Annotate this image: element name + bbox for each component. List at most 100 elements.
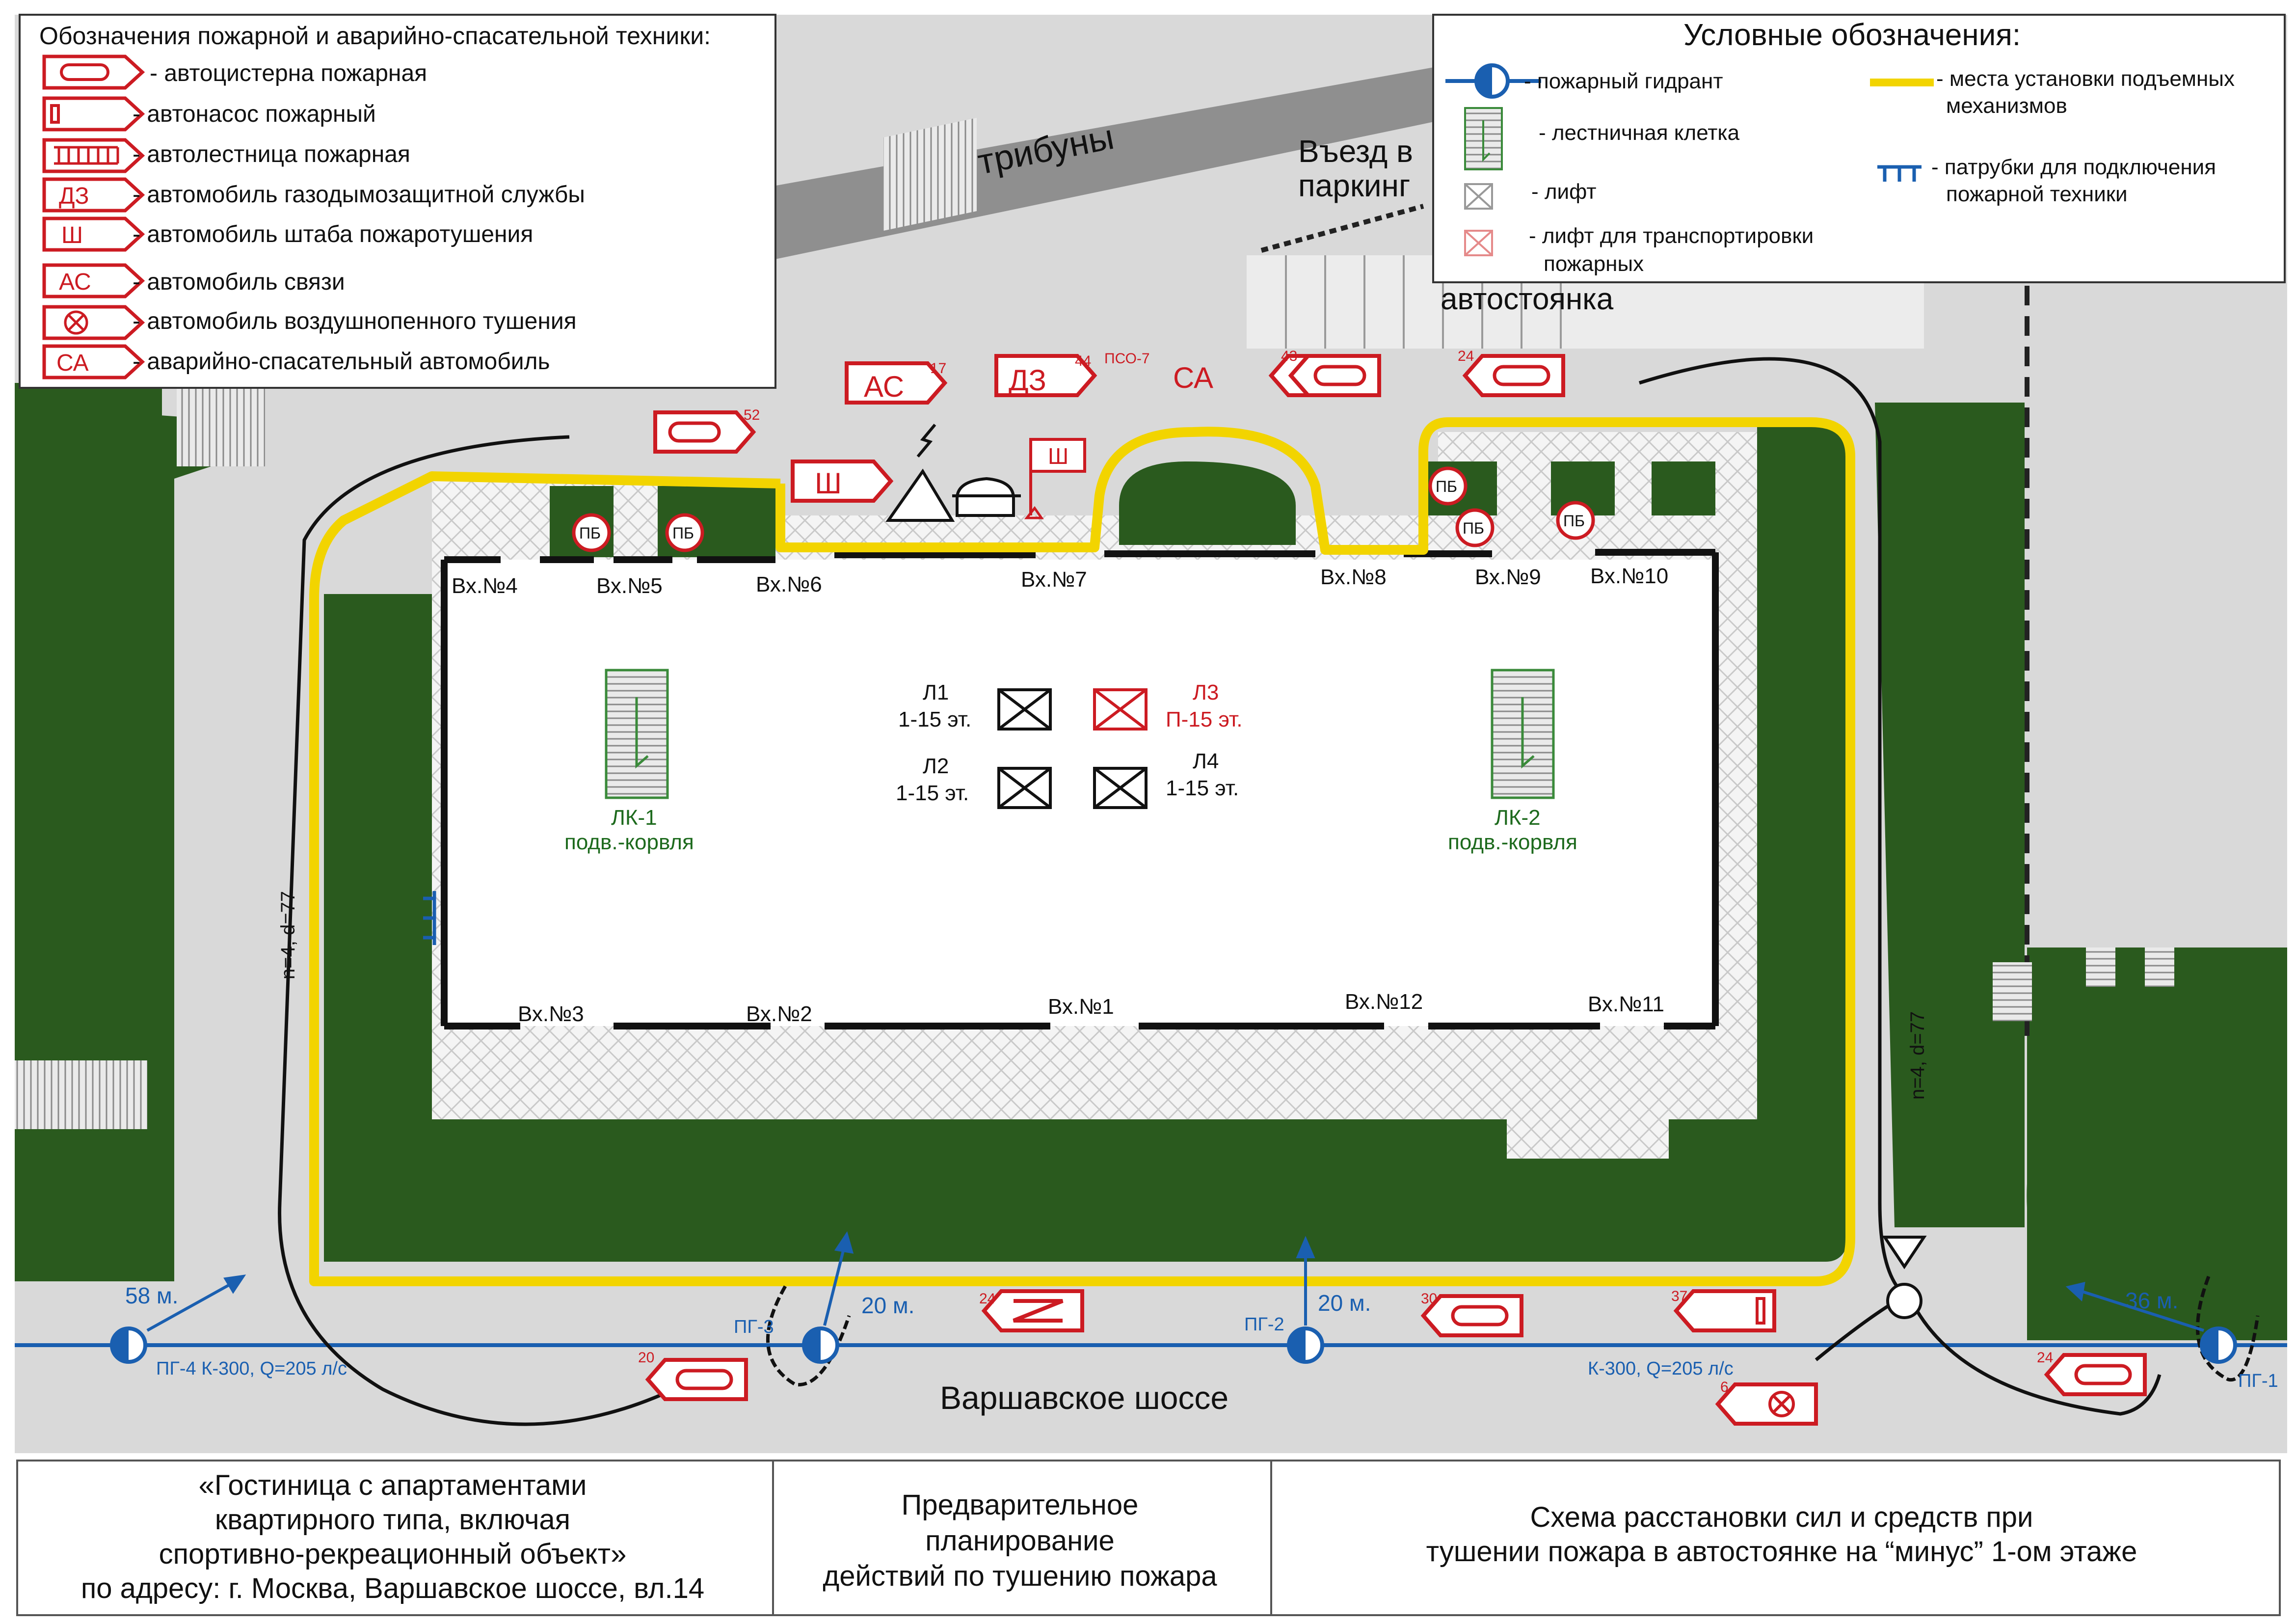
pb-label-4: ПБ [1463,519,1484,537]
hydrant-label-pg4: ПГ-4 К-300, Q=205 л/с [156,1358,347,1379]
lift-l1-name: Л1 [923,680,949,704]
vehicle-number-52: 52 [744,407,760,423]
lift-l3-floors: П-15 эт. [1166,707,1242,731]
entrance-label: Вх.№8 [1320,565,1387,589]
pb-label-1: ПБ [579,524,601,542]
hydrant-pg4 [110,1326,147,1364]
legend-symbols-title: Условные обозначения: [1683,18,2021,52]
legend-pipes-label-2: пожарной техники [1946,182,2128,206]
legend-symbols: Условные обозначения: - пожарный гидрант… [1432,14,2286,283]
vehicle-code-ac: АС [864,370,904,403]
pb-label-5: ПБ [1563,512,1585,530]
vehicle-number-30: 30 [1421,1291,1437,1307]
entrances-top: Вх.№4 Вх.№5 Вх.№6 Вх.№7 Вх.№8 Вх.№9 Вх.№… [452,564,1668,598]
stairs-left-2 [15,1060,147,1129]
entrances-bottom: Вх.№3 Вх.№2 Вх.№1 Вх.№12 Вх.№11 [518,990,1664,1026]
stairwell-lk1-sub: подв.-корвля [564,830,694,854]
pb-marker-5 [1556,501,1595,540]
vehicle-number-43: 43 [1281,348,1297,364]
hq-tent-icon [952,477,1021,517]
entrance-label: Вх.№10 [1590,564,1668,588]
lift-l4-icon [1093,767,1148,809]
water-main-label-right: К-300, Q=205 л/с [1588,1358,1734,1379]
distance-58: 58 м. [125,1283,178,1308]
legend-lifting-label-1: - места установки подъемных [1936,67,2235,91]
entrance-label: Вх.№4 [452,574,518,598]
fire-lift-l3-icon [1093,688,1148,731]
grass-corner-right [2027,1104,2125,1335]
vehicle-hq [791,460,894,503]
lift-l4-name: Л4 [1193,749,1219,773]
lifting-equipment-zone [309,417,1855,1286]
legend-label: - автомобиль газодымозащитной службы [133,182,585,208]
vehicle-sh-flag: Ш [1048,443,1068,469]
pb-label-3: ПБ [1436,478,1457,495]
vehicle-number-24-right: 24 [2037,1350,2053,1366]
vehicle-foam-6 [1715,1382,1818,1426]
entrance-label: Вх.№6 [756,572,822,596]
legend-label: - автомобиль воздушнопенного тушения [133,308,577,334]
legend-stair-label: - лестничная клетка [1539,121,1740,145]
object-title-1: «Гостиница с апартаментами [199,1469,587,1501]
legend-vehicles-title: Обозначения пожарной и аварийно-спасател… [39,22,711,50]
legend-fire-lift-icon [1464,230,1493,256]
legend-fire-lift-label-2: пожарных [1544,252,1644,276]
distance-36: 36 м. [2125,1288,2178,1313]
legend-code: ДЗ [59,183,89,209]
connection-pipes-icon [423,891,436,945]
stairs-right-2 [2086,947,2115,987]
grass-area-right [1875,403,2025,1227]
vehicle-number-17: 17 [930,360,946,377]
hydrant-label-pg1: ПГ-1 [2238,1371,2278,1391]
vehicle-tanker-43-real [1288,354,1381,397]
stairs-right-1 [1993,962,2032,1021]
footer-title-block: «Гостиница с апартаментами квартирного т… [16,1460,2281,1616]
legend-hq-icon [42,217,145,252]
pb-marker-4 [1455,508,1495,547]
vehicle-number-44: 44 [1075,353,1091,369]
parking-barrier [1260,204,1424,253]
vehicle-tanker-24-top [1462,354,1565,397]
vehicle-number-6: 6 [1720,1379,1729,1395]
courtyard-grass-3 [1119,461,1296,545]
legend-label: - автонасос пожарный [133,101,376,127]
hydrant-pg1 [2200,1326,2237,1364]
entrance-label: Вх.№11 [1588,992,1664,1016]
lift-l3-name: Л3 [1193,680,1219,704]
lift-l4-floors: 1-15 эт. [1166,776,1239,800]
entrance-label: Вх.№2 [746,1002,812,1026]
legend-lift-label: - лифт [1531,180,1597,204]
entrance-label: Вх.№7 [1021,568,1087,592]
foam-generator-icon [1882,1236,1927,1319]
legend-foam-icon [42,305,145,340]
grass-area-left [15,383,162,1281]
legend-hydrant-label: - пожарный гидрант [1524,69,1723,93]
vehicle-ladder-24 [981,1289,1084,1332]
hose-line-hydrant-1 [2196,1275,2260,1382]
hose-label-left: n=4, d=77 [277,891,299,979]
pb-marker-2 [665,513,704,552]
vehicle-number-pso: ПСО-7 [1104,351,1150,367]
legend-code: СА [56,350,89,376]
vehicle-tanker-52 [653,410,756,454]
lift-l2-icon [997,767,1052,809]
legend-code: Ш [61,222,83,248]
object-title-3: спортивно-рекреационный объект» [159,1538,627,1570]
vehicle-number-37: 37 [1671,1288,1687,1304]
legend-pump-icon [42,96,145,132]
distance-arrows [146,1231,2204,1332]
pb-label-2: ПБ [672,524,694,542]
object-address: по адресу: г. Москва, Варшавское шоссе, … [81,1572,704,1604]
entrance-label: Вх.№12 [1345,990,1423,1014]
legend-tanker-icon [42,54,145,90]
lift-l1-icon [997,688,1052,731]
vehicle-tanker-30 [1420,1294,1523,1337]
paving-south-east [1507,1080,1669,1159]
lift-l2-floors: 1-15 эт. [896,781,969,805]
legend-fire-lift-label-1: - лифт для транспортировки [1529,224,1814,248]
entry-label-2: паркинг [1298,168,1410,203]
vehicle-pump-37 [1673,1289,1776,1332]
stairwell-lk1-name: ЛК-1 [611,806,657,830]
distance-20b: 20 м. [1318,1290,1371,1316]
